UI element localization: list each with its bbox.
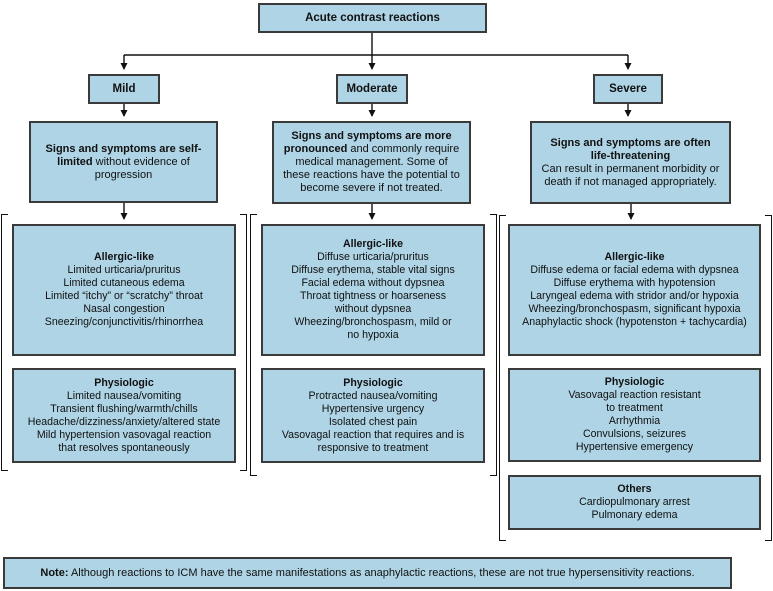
severe-others-box: Others Cardiopulmonary arrest Pulmonary …	[508, 475, 761, 530]
node-severe: Severe	[593, 74, 663, 104]
severe-others-title: Others	[617, 483, 652, 495]
moderate-allergic-box: Allergic-like Diffuse urticaria/pruritus…	[261, 224, 485, 356]
mild-allergic-title: Allergic-like	[93, 251, 155, 263]
node-severe-label: Severe	[609, 83, 647, 95]
severe-others-lines: Cardiopulmonary arrest Pulmonary edema	[579, 496, 690, 521]
mild-physiologic-title: Physiologic	[94, 376, 154, 389]
moderate-description-box: Signs and symptoms are more pronounced a…	[272, 121, 471, 204]
mild-physiologic-box: Physiologic Limited nausea/vomiting Tran…	[12, 368, 236, 463]
severe-physiologic-lines: Vasovagal reaction resistant to treatmen…	[568, 389, 701, 453]
moderate-physiologic-box: Physiologic Protracted nausea/vomiting H…	[261, 368, 485, 463]
node-moderate: Moderate	[336, 74, 408, 104]
severe-allergic-lines: Diffuse edema or facial edema with dypsn…	[522, 264, 747, 328]
moderate-physiologic-title: Physiologic	[343, 376, 403, 389]
node-mild: Mild	[88, 74, 160, 104]
bracket-mild-left	[1, 214, 8, 471]
root-node-label: Acute contrast reactions	[305, 12, 440, 24]
mild-description-rest: without evidence of progression	[92, 155, 190, 181]
note-bold-label: Note:	[40, 567, 69, 579]
moderate-description-bold: Signs and symptoms are more pronounced	[283, 130, 452, 155]
node-moderate-label: Moderate	[346, 83, 398, 95]
severe-allergic-title: Allergic-like	[604, 251, 665, 263]
bracket-moderate-right	[490, 214, 497, 476]
severe-description-text: Signs and symptoms are often life-threat…	[540, 137, 721, 189]
moderate-allergic-lines: Diffuse urticaria/pruritus Diffuse eryth…	[291, 251, 455, 341]
mild-allergic-box: Allergic-like Limited urticaria/pruritus…	[12, 224, 236, 356]
mild-physiologic-lines: Limited nausea/vomiting Transient flushi…	[27, 389, 221, 454]
mild-description-text: Signs and symptoms are self-limited with…	[41, 143, 206, 182]
moderate-description-text: Signs and symptoms are more pronounced a…	[282, 130, 461, 195]
root-node: Acute contrast reactions	[258, 3, 487, 33]
mild-allergic-lines: Limited urticaria/pruritus Limited cutan…	[44, 264, 204, 328]
node-mild-label: Mild	[112, 83, 136, 95]
bracket-mild-right	[240, 214, 247, 471]
note-box: Note: Although reactions to ICM have the…	[3, 557, 732, 589]
mild-description-box: Signs and symptoms are self-limited with…	[29, 121, 218, 203]
severe-physiologic-title: Physiologic	[604, 376, 665, 388]
mild-description-bold: Signs and symptoms are self-limited	[45, 142, 202, 168]
severe-description-rest: Can result in permanent morbidity or dea…	[541, 162, 720, 188]
moderate-description-rest: and commonly require medical management.…	[283, 143, 460, 194]
note-rest: Although reactions to ICM have the same …	[68, 567, 695, 579]
severe-physiologic-box: Physiologic Vasovagal reaction resistant…	[508, 368, 761, 462]
severe-description-box: Signs and symptoms are often life-threat…	[530, 121, 731, 204]
moderate-allergic-title: Allergic-like	[342, 238, 404, 250]
severe-description-bold: Signs and symptoms are often life-threat…	[550, 136, 711, 162]
moderate-physiologic-lines: Protracted nausea/vomiting Hypertensive …	[281, 389, 465, 454]
bracket-severe-right	[765, 215, 772, 541]
severe-allergic-box: Allergic-like Diffuse edema or facial ed…	[508, 224, 761, 356]
bracket-severe-left	[499, 215, 506, 541]
note-text: Note: Although reactions to ICM have the…	[40, 566, 694, 580]
bracket-moderate-left	[250, 214, 257, 476]
